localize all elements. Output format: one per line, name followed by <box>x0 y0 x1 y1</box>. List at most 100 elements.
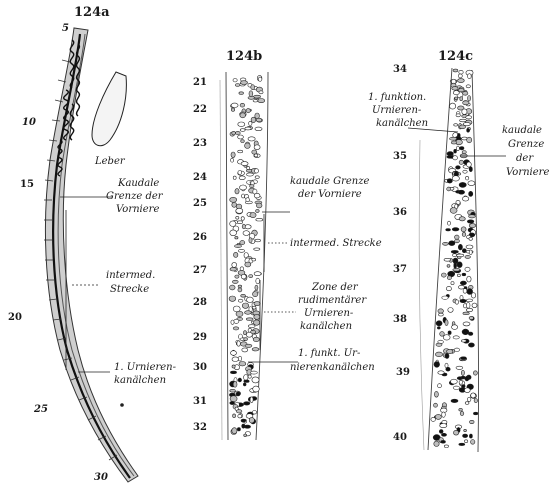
tubule-cell-b <box>248 375 251 378</box>
tubule-cell-b <box>254 154 258 157</box>
tubule-cell-c <box>471 440 475 445</box>
tubule-cell-b <box>255 127 262 131</box>
tubule-cell-c <box>444 445 448 448</box>
segment-label-36: 36 <box>393 207 407 218</box>
label-kaudale-a-3: Vorniere <box>116 204 159 215</box>
tubule-cell-b <box>245 262 251 267</box>
tubule-cell-b <box>254 314 260 319</box>
tubule-cell-c <box>463 434 468 438</box>
tubule-cell-c <box>461 227 466 232</box>
tubule-cell-b <box>230 396 237 402</box>
figure-124c-heading: 124c <box>438 49 473 64</box>
tubule-cell-c <box>469 167 472 172</box>
tubule-cell-b <box>233 176 236 179</box>
tubule-cell-c <box>446 286 451 290</box>
tubule-cell-b <box>255 239 260 242</box>
tubule-cell-c <box>442 412 446 417</box>
tubule-cell-b <box>232 365 235 368</box>
tubule-cell-c <box>443 242 449 245</box>
tubule-cell-b <box>256 278 260 284</box>
tubule-cell-b <box>232 131 236 135</box>
tubule-cell-c <box>445 354 449 359</box>
label-zone-b-4: kanälchen <box>300 321 352 332</box>
tubule-cell-b <box>252 377 259 383</box>
tubule-cell-b <box>241 162 248 166</box>
tubule-cell-b <box>232 280 238 283</box>
label-funktion-c-2: Urnieren- <box>372 105 422 116</box>
label-funktion-c-1: 1. funktion. <box>368 92 426 103</box>
tubule-cell-b <box>241 217 244 221</box>
tubule-cell-b <box>250 213 256 218</box>
tubule-cell-b <box>238 150 243 153</box>
tubule-cell-c <box>436 321 442 326</box>
tubule-cell-c <box>459 70 463 74</box>
tubule-cell-b <box>230 401 235 404</box>
tubule-cell-b <box>252 258 256 261</box>
tubule-cell-c <box>431 417 436 421</box>
tubule-cell-c <box>459 182 466 187</box>
tubule-cell-c <box>445 320 448 326</box>
tubule-cell-c <box>456 114 460 117</box>
tubules-c <box>431 69 478 447</box>
tubule-cell-c <box>466 299 472 302</box>
tubule-cell-b <box>235 245 242 248</box>
segment-label-31: 31 <box>193 396 207 407</box>
tubule-cell-b <box>232 357 239 362</box>
segment-label-39: 39 <box>396 367 410 378</box>
tubule-cell-c <box>434 441 439 446</box>
tubule-cell-c <box>470 420 475 423</box>
tubule-cell-b <box>254 272 261 276</box>
tubule-cell-c <box>468 74 472 79</box>
tubule-cell-c <box>438 309 444 313</box>
tubule-cell-c <box>466 302 470 308</box>
tubule-cell-b <box>253 337 259 341</box>
tubule-cell-b <box>233 79 237 82</box>
tubule-cell-c <box>453 386 459 389</box>
tubule-cell-b <box>236 392 240 396</box>
tubule-cell-b <box>231 158 234 162</box>
tubule-cell-b <box>238 249 244 252</box>
tubule-cell-c <box>435 352 442 357</box>
tubule-cell-b <box>240 129 245 132</box>
tubule-cell-c <box>461 370 464 375</box>
label-kaudale-a-2: Grenze der <box>106 191 164 202</box>
tubule-cell-b <box>249 91 253 97</box>
tubule-cell-b <box>240 103 245 107</box>
tubule-cell-c <box>437 327 440 329</box>
tubule-cell-b <box>231 351 237 356</box>
tubule-cell-c <box>463 92 468 96</box>
figure-124a-heading: 124a <box>74 5 110 20</box>
tubule-cell-c <box>455 235 460 239</box>
tubule-cell-b <box>246 332 252 337</box>
tubule-cell-c <box>467 162 472 167</box>
tubule-cell-c <box>467 276 471 282</box>
tubule-cell-b <box>253 292 258 297</box>
tubule-cell-b <box>256 118 261 122</box>
tubule-cell-b <box>239 362 246 366</box>
tubule-cell-b <box>241 274 246 279</box>
label-grenze-b-2: der Vorniere <box>298 189 362 200</box>
tubule-cell-c <box>465 376 469 381</box>
tubule-cell-b <box>244 402 250 405</box>
figure-124c: 124c 34 35 36 37 38 39 40 1. funktion. U… <box>368 49 549 452</box>
tubule-cell-c <box>462 151 466 154</box>
label-intermed-a-2: Strecke <box>110 284 149 295</box>
tubule-cell-c <box>468 181 475 186</box>
tubule-cell-c <box>464 440 467 443</box>
tubule-cell-c <box>441 273 446 277</box>
tubule-cell-c <box>451 282 454 285</box>
tubule-cell-b <box>238 356 241 361</box>
tubule-cell-b <box>241 419 246 422</box>
tubule-cell-c <box>462 232 466 236</box>
tubule-cell-b <box>230 371 236 374</box>
tubule-cell-c <box>469 250 472 255</box>
figure-124b-heading: 124b <box>226 49 262 64</box>
tubule-cell-b <box>231 320 234 324</box>
tubule-cell-c <box>447 187 451 191</box>
segment-label-27: 27 <box>193 265 207 276</box>
segment-label-26: 26 <box>193 232 207 243</box>
label-funkt-b-2: nierenkanälchen <box>290 362 375 373</box>
tubule-cell-c <box>434 403 438 407</box>
tubule-cell-c <box>462 329 469 335</box>
tubule-cell-c <box>453 269 460 272</box>
